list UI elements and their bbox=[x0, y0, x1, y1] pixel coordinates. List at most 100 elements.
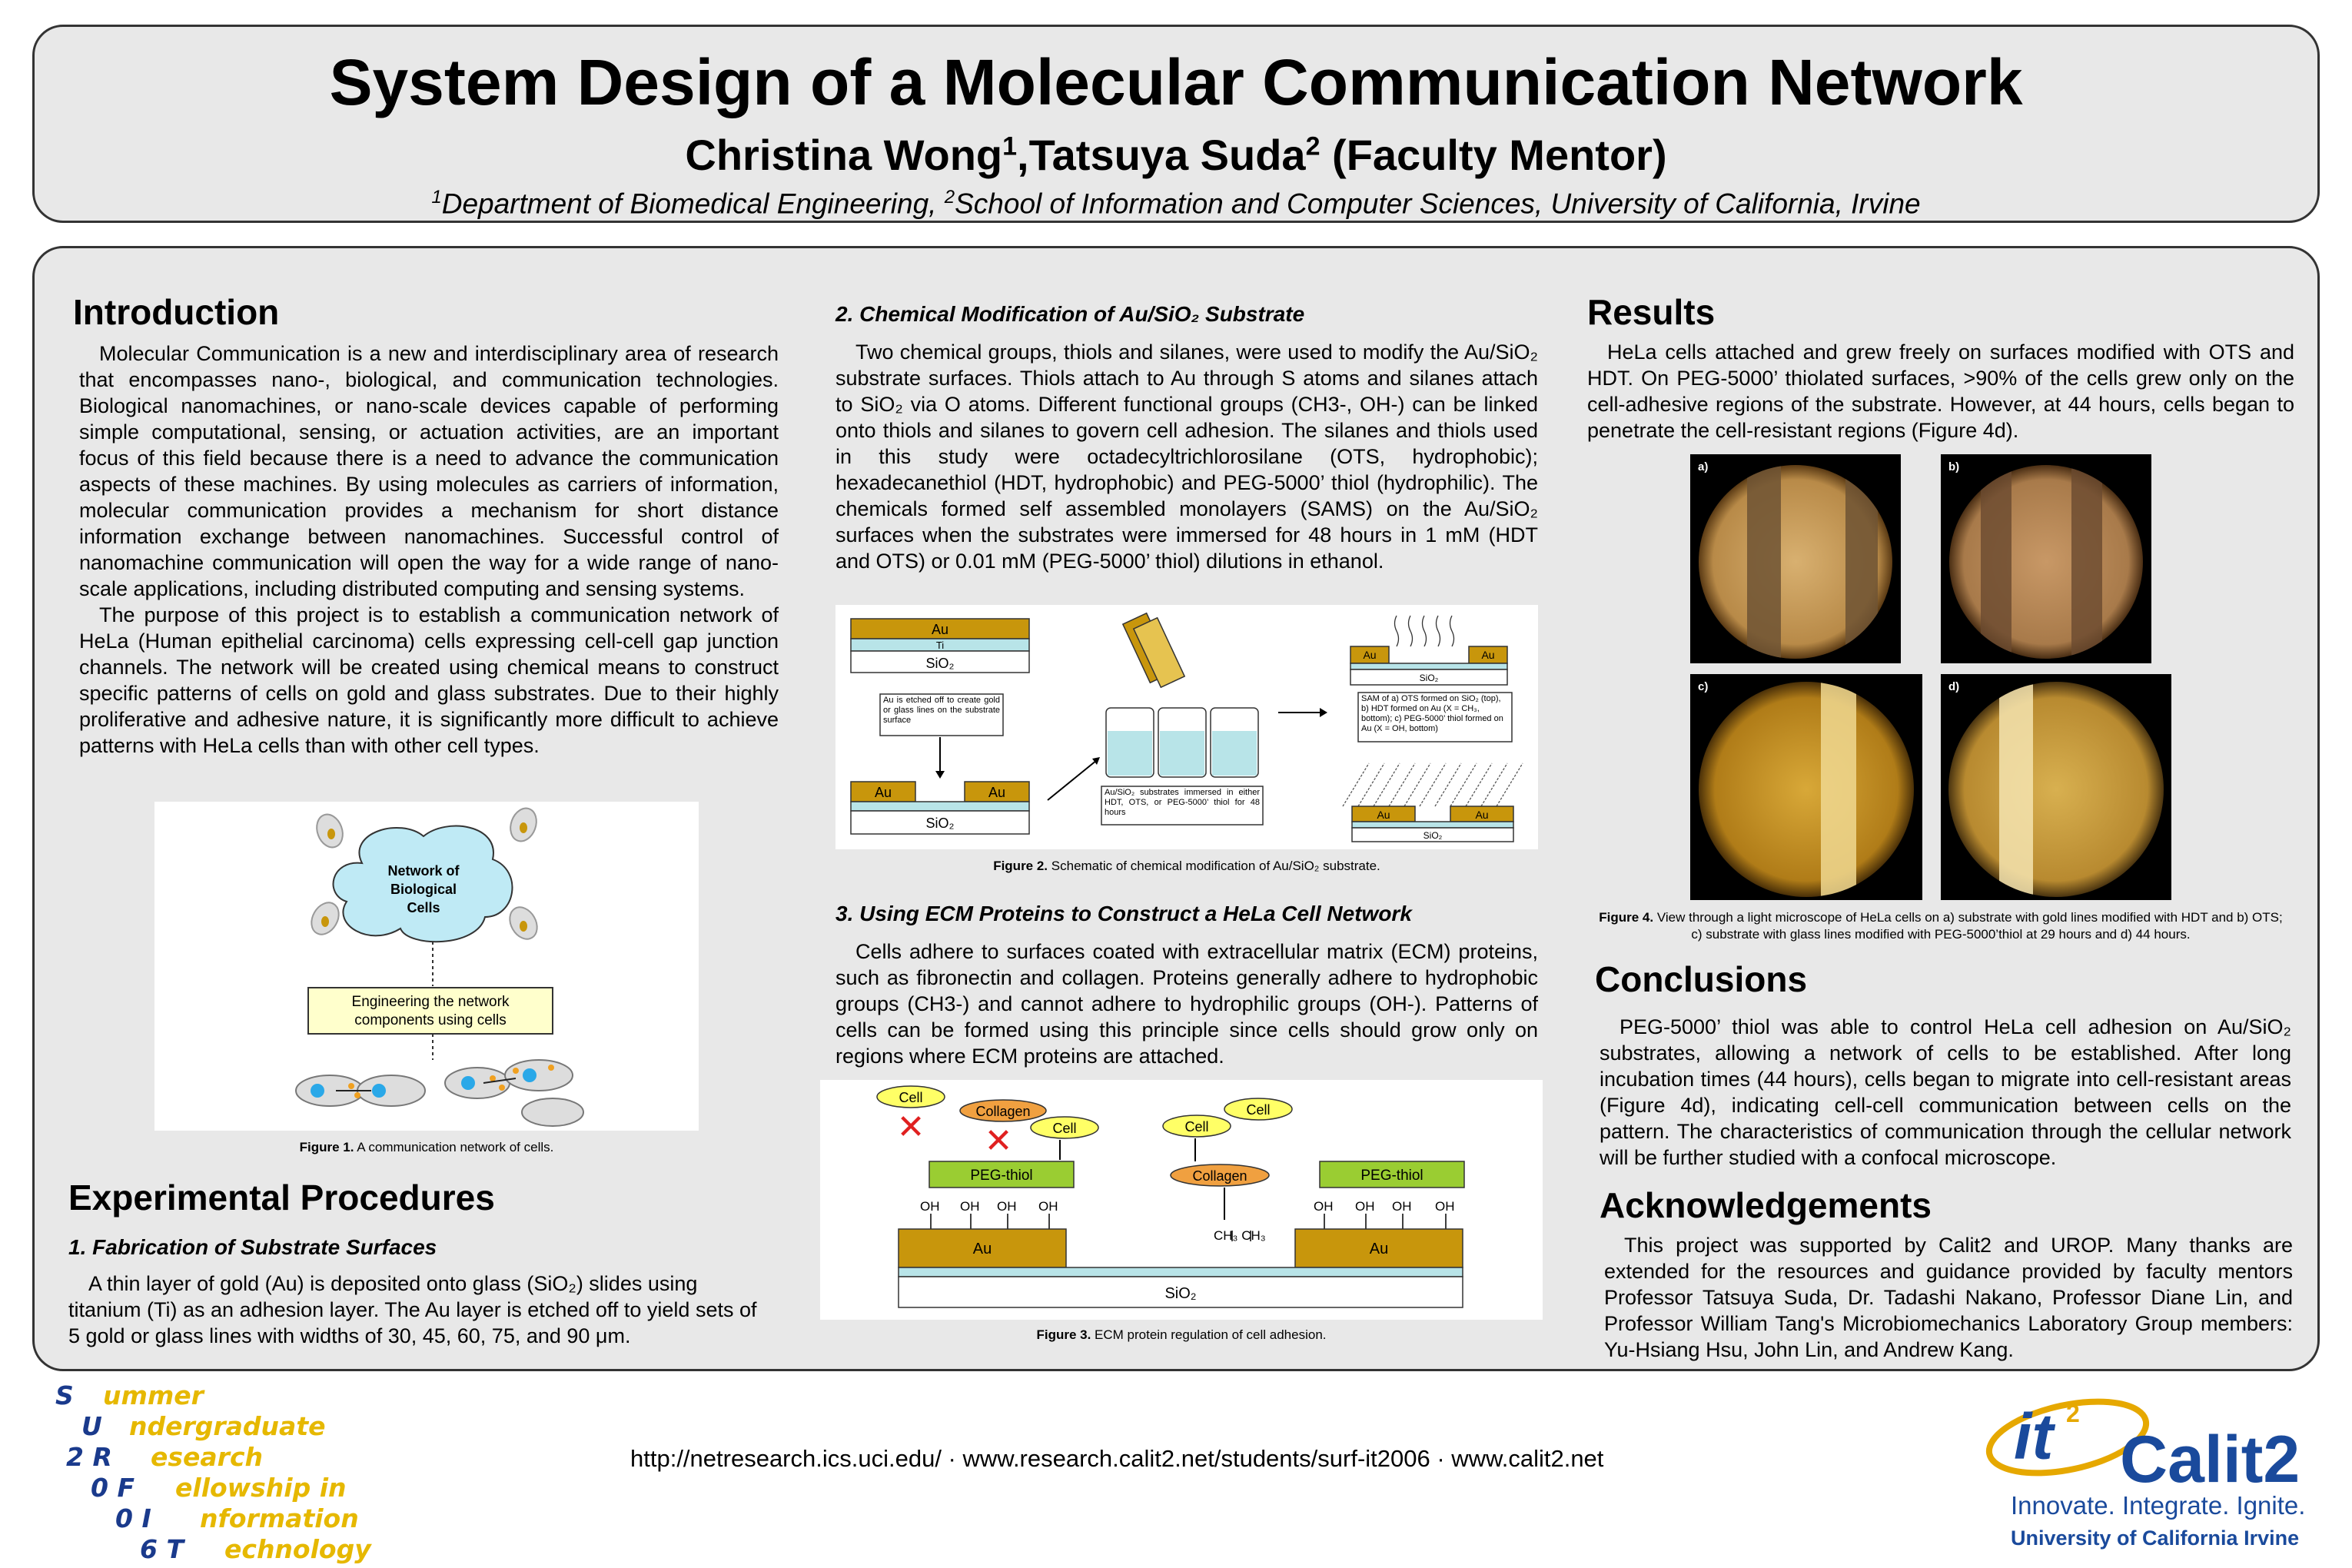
intro-text: Molecular Communication is a new and int… bbox=[79, 341, 779, 759]
svg-text:Au: Au bbox=[1475, 809, 1488, 821]
svg-text:Au: Au bbox=[988, 785, 1005, 800]
svg-text:OH: OH bbox=[1355, 1199, 1375, 1214]
peg-thiol-right bbox=[1319, 1161, 1465, 1188]
au-pad-left bbox=[898, 1228, 1067, 1268]
procedures-sub-1: 1. Fabrication of Substrate Surfaces bbox=[68, 1235, 437, 1259]
reject-x-icon: ✕ bbox=[985, 1122, 1013, 1160]
procedures-heading: Experimental Procedures bbox=[68, 1178, 495, 1218]
svg-text:Au: Au bbox=[932, 622, 948, 637]
peg-thiol-left bbox=[929, 1161, 1075, 1188]
body-panel: Introduction Molecular Communication is … bbox=[32, 246, 2320, 1371]
figure-2-caption: Figure 2. Schematic of chemical modifica… bbox=[993, 859, 1380, 873]
svg-text:Collagen: Collagen bbox=[1192, 1168, 1247, 1184]
micrograph-a: a) bbox=[1690, 454, 1901, 663]
cloud-text-2: Biological bbox=[390, 882, 457, 897]
figure-1: Network of Biological Cells Engineering … bbox=[154, 802, 699, 1131]
cloud-text-3: Cells bbox=[407, 900, 440, 915]
svg-text:Au: Au bbox=[973, 1241, 992, 1257]
svg-text:Au: Au bbox=[1481, 649, 1494, 661]
intro-paragraph-2: The purpose of this project is to establ… bbox=[79, 603, 779, 757]
svg-text:Ti: Ti bbox=[936, 639, 944, 651]
immerse-note: Au/SiO₂ substrates immersed in either HD… bbox=[1105, 788, 1260, 817]
svg-text:OH: OH bbox=[960, 1199, 980, 1214]
calit2-tagline: Innovate. Integrate. Ignite. bbox=[2011, 1491, 2306, 1520]
micrograph-b: b) bbox=[1941, 454, 2151, 663]
svg-text:OH: OH bbox=[920, 1199, 940, 1214]
intro-heading: Introduction bbox=[73, 292, 280, 332]
fig1-box-line-2: components using cells bbox=[354, 1012, 507, 1028]
svg-text:OH: OH bbox=[1392, 1199, 1412, 1214]
calit2-university: University of California Irvine bbox=[2011, 1526, 2300, 1550]
network-cloud-icon bbox=[332, 825, 513, 943]
svg-text:SiO₂: SiO₂ bbox=[926, 656, 955, 671]
svg-text:Au: Au bbox=[1377, 809, 1390, 821]
svg-text:Cell: Cell bbox=[899, 1090, 922, 1105]
svg-text:PEG-thiol: PEG-thiol bbox=[1360, 1168, 1423, 1184]
svg-text:SiO₂: SiO₂ bbox=[1420, 673, 1439, 683]
acknowledgements-text: This project was supported by Calit2 and… bbox=[1604, 1234, 2293, 1361]
svg-text:Collagen: Collagen bbox=[975, 1104, 1030, 1119]
svg-text:Au: Au bbox=[1370, 1241, 1388, 1257]
slide-stack-icon bbox=[1121, 612, 1186, 689]
poster-affiliations: 1Department of Biomedical Engineering, 2… bbox=[431, 187, 1921, 220]
svg-text:Cell: Cell bbox=[1052, 1121, 1076, 1136]
results-text: HeLa cells attached and grew freely on s… bbox=[1587, 341, 2294, 442]
figure-1-diagram: Network of Biological Cells Engineering … bbox=[295, 807, 584, 1127]
cell-network-icon bbox=[295, 1059, 584, 1127]
sam-bottom-icon bbox=[1342, 762, 1523, 842]
cell-blob-1 bbox=[876, 1085, 945, 1108]
figure-3-diagram: Cell ✕ Collagen ✕ Cell Cell Cell Collage… bbox=[876, 1085, 1465, 1308]
figure-2-diagram: Au Ti SiO₂ Au is etched off to create go… bbox=[850, 612, 1523, 842]
figure-1-caption: Figure 1. A communication network of cel… bbox=[299, 1140, 554, 1154]
sam-note: SAM of a) OTS formed on SiO₂ (top), b) H… bbox=[1361, 694, 1503, 733]
cloud-text-1: Network of bbox=[387, 863, 460, 879]
figure-3: Cell ✕ Collagen ✕ Cell Cell Cell Collage… bbox=[820, 1080, 1543, 1320]
svg-text:OH: OH bbox=[1435, 1199, 1455, 1214]
conclusions-text: PEG-5000’ thiol was able to control HeLa… bbox=[1600, 1015, 2291, 1169]
poster-title: System Design of a Molecular Communicati… bbox=[329, 46, 2023, 118]
figure-4-caption: Figure 4. View through a light microscop… bbox=[1599, 910, 2283, 942]
sio2-base bbox=[898, 1276, 1463, 1308]
poster-authors: Christina Wong1,Tatsuya Suda2 (Faculty M… bbox=[685, 131, 1667, 179]
svg-text:PEG-thiol: PEG-thiol bbox=[970, 1168, 1032, 1184]
procedures-text-3: Cells adhere to surfaces coated with ext… bbox=[835, 940, 1538, 1068]
substrate-stack-top bbox=[850, 618, 1030, 673]
cell-cluster-icons bbox=[311, 807, 538, 940]
sam-top-icon bbox=[1350, 615, 1508, 686]
etch-note: Au is etched off to create gold or glass… bbox=[883, 696, 1000, 725]
beakers-icon bbox=[1105, 707, 1259, 778]
svg-text:Au: Au bbox=[1363, 649, 1376, 661]
svg-text:Cell: Cell bbox=[1246, 1102, 1270, 1118]
svg-text:Au: Au bbox=[875, 785, 892, 800]
svg-text:SiO₂: SiO₂ bbox=[1164, 1285, 1196, 1302]
au-pad-right bbox=[1294, 1228, 1463, 1268]
procedures-text-1: A thin layer of gold (Au) is deposited o… bbox=[68, 1272, 757, 1347]
svg-text:Calit2: Calit2 bbox=[2120, 1423, 2300, 1491]
svg-text:Cell: Cell bbox=[1184, 1119, 1208, 1134]
svg-text:OH: OH bbox=[1038, 1199, 1058, 1214]
collagen-blob-1 bbox=[959, 1099, 1047, 1122]
procedures-text-2: Two chemical groups, thiols and silanes,… bbox=[835, 341, 1538, 573]
micrograph-c: c) bbox=[1690, 674, 1922, 900]
reject-x-icon: ✕ bbox=[897, 1108, 925, 1146]
procedures-sub-2: 2. Chemical Modification of Au/SiO₂ Subs… bbox=[835, 302, 1305, 326]
svg-text:CH₃ CH₃: CH₃ CH₃ bbox=[1214, 1228, 1266, 1243]
footer-links[interactable]: http://netresearch.ics.uci.edu/ · www.re… bbox=[630, 1445, 1604, 1472]
micrograph-d: d) bbox=[1941, 674, 2171, 900]
svg-text:OH: OH bbox=[997, 1199, 1017, 1214]
header-panel: System Design of a Molecular Communicati… bbox=[32, 25, 2320, 223]
procedures-sub-3: 3. Using ECM Proteins to Construct a HeL… bbox=[835, 902, 1412, 925]
fig1-box-line-1: Engineering the network bbox=[352, 994, 510, 1010]
calit2-logo: it 2 Calit2 Innovate. Integrate. Ignite.… bbox=[1983, 1391, 2321, 1560]
svg-text:OH: OH bbox=[1314, 1199, 1334, 1214]
substrate-stack-etched bbox=[850, 781, 1030, 835]
intro-paragraph-1: Molecular Communication is a new and int… bbox=[79, 342, 779, 600]
figure-2: Au Ti SiO₂ Au is etched off to create go… bbox=[835, 605, 1538, 849]
results-heading: Results bbox=[1587, 292, 1716, 332]
figure-3-caption: Figure 3. ECM protein regulation of cell… bbox=[1036, 1327, 1327, 1342]
svg-text:2: 2 bbox=[2066, 1400, 2080, 1427]
svg-text:SiO₂: SiO₂ bbox=[1423, 830, 1443, 841]
svg-text:it: it bbox=[2014, 1400, 2055, 1473]
conclusions-heading: Conclusions bbox=[1595, 959, 1808, 999]
